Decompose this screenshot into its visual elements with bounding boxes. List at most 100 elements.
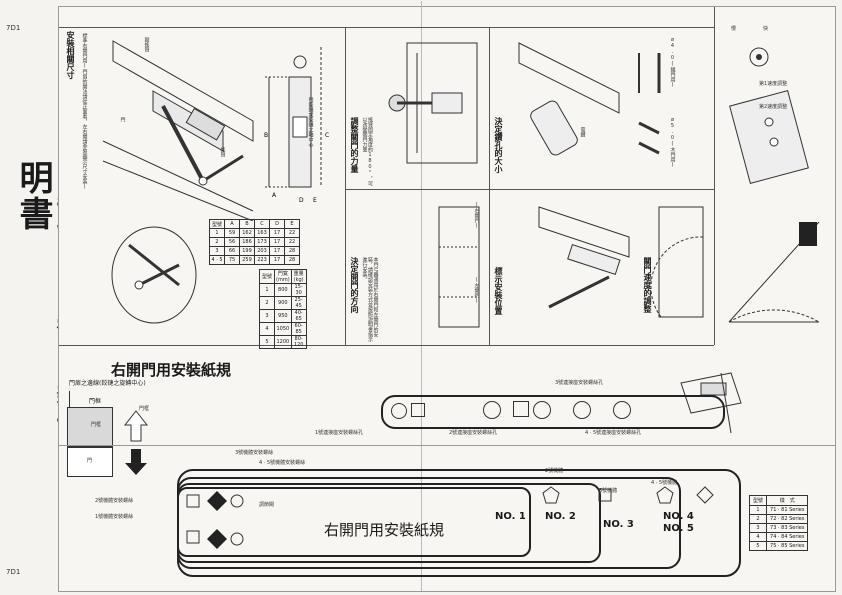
spec-table-header-cell: A — [224, 219, 240, 229]
body-holes — [186, 491, 244, 549]
label-bit-small: ø4.0(鐵門用) — [669, 37, 676, 88]
model-table-cell: 2 — [748, 514, 768, 524]
weight-table-cell: 15-30 — [290, 283, 307, 297]
svg-text:D: D — [299, 197, 304, 204]
no1-label: NO. 1 — [495, 511, 526, 522]
power-illustration — [388, 42, 478, 164]
spec-table-cell: 163 — [254, 228, 270, 238]
spec-table-cell: 28 — [284, 255, 300, 265]
dimension-drawing: A B C D E — [264, 47, 329, 204]
no3-label: NO. 3 — [603, 519, 634, 530]
divider — [59, 27, 714, 28]
model-table-cell: 3 — [748, 523, 768, 533]
frame-block — [67, 407, 113, 447]
label-left-door: (左開門) — [473, 277, 480, 304]
hole-icon — [411, 403, 425, 417]
hole-icon — [533, 401, 551, 419]
arrow-frame-label: 門框 — [139, 406, 150, 412]
page-code-top: 7D1 — [6, 24, 21, 32]
spec-table-cell: 28 — [284, 246, 300, 256]
page-code-bottom: 7D1 — [6, 568, 21, 576]
svg-text:B: B — [264, 132, 268, 139]
section-install-size-note: 標準右開門用(門扇的開法請從正面看，左右開請參照圖示尺寸安裝) — [81, 33, 88, 190]
spec-table-cell: 162 — [239, 228, 255, 238]
spec-table-cell: 17 — [269, 246, 285, 256]
label-slow: 慢 — [731, 26, 737, 32]
spec-table-header-cell: D — [269, 219, 285, 229]
instruction-sheet: 安裝相關尺寸 標準右開門用(門扇的開法請從正面看，左右開請參照圖示尺寸安裝) 副… — [58, 1, 836, 592]
spec-table-cell: 2 — [209, 237, 225, 247]
spec-table-header-cell: E — [284, 219, 300, 229]
door-frame-label: 門框 — [91, 422, 102, 428]
spec-table-cell: 1 — [209, 228, 225, 238]
spec-table-cell: 199 — [239, 246, 255, 256]
label-right-door: (右開門) — [473, 202, 480, 229]
model-table-header-cell: 樣 式 — [766, 495, 809, 506]
section-power-note: 搖臂固定角度約180°，可以改變關門力量 — [361, 117, 374, 186]
weight-table-cell: 900 — [274, 296, 292, 310]
body-2-label: 2號機體安裝螺絲 — [95, 498, 134, 504]
template-big-label: 右開門用安裝紙規 — [324, 521, 445, 539]
spec-table-cell: 22 — [284, 237, 300, 247]
weight-table-cell: 1050 — [274, 322, 292, 336]
door-block — [67, 447, 113, 477]
door-label: 門 — [87, 458, 93, 464]
svg-text:A: A — [272, 192, 277, 199]
fold-line — [421, 1, 422, 591]
hole-icon — [513, 401, 529, 417]
section-power-heading: 調整關門的力量 — [350, 117, 359, 173]
bracket-1-label: 1號連接座安裝螺絲孔 — [315, 430, 364, 436]
valve-illustration — [729, 47, 809, 185]
label-door: 門 — [119, 117, 126, 122]
spec-table-cell: 223 — [254, 255, 270, 265]
section-direction-heading: 決定開門的方向 — [350, 257, 359, 313]
model-table-cell: 72 · 82 Series — [766, 514, 809, 524]
body-template-1 — [177, 487, 531, 557]
bracket-45-label: 4 · 5號連接座安裝螺絲孔 — [585, 430, 642, 436]
section-speed-heading: 關門速度的調整 — [643, 257, 652, 313]
weight-table-cell: 60-85 — [290, 322, 307, 336]
arrow-icon — [123, 410, 149, 475]
weight-table-header-cell: 重量(kg) — [290, 269, 307, 284]
hole-icon — [573, 401, 591, 419]
model-table-cell: 73 · 83 Series — [766, 523, 809, 533]
spec-table-header-cell: B — [239, 219, 255, 229]
spec-table-cell: 3 — [209, 246, 225, 256]
spec-table-header-cell: C — [254, 219, 270, 229]
weight-table-cell: 2 — [259, 296, 275, 310]
spec-table-cell: 17 — [269, 228, 285, 238]
model-table-cell: 5 — [748, 541, 768, 551]
closer-small-illustration — [680, 372, 742, 434]
speed-illustration — [650, 206, 704, 318]
body3-small-label: 3號機體 — [599, 488, 618, 494]
weight-table-cell: 4 — [259, 322, 275, 336]
divider — [345, 27, 346, 345]
spec-table-cell: 17 — [269, 255, 285, 265]
model-table-cell: 71 · 81 Series — [766, 505, 809, 515]
bracket-3-label: 3號連接座安裝螺絲孔 — [555, 380, 604, 386]
weight-table-header-cell: 型號 — [259, 269, 275, 284]
body45-small-label: 4 · 5號機體 — [651, 480, 678, 486]
label-speed2: 第2速度調整 — [759, 104, 788, 110]
label-arm: 副搖臂 — [143, 37, 150, 52]
no2-label: NO. 2 — [545, 511, 576, 522]
weight-table-cell: 950 — [274, 309, 292, 323]
weight-table-cell: 5 — [259, 335, 275, 349]
model-table-cell: 74 · 84 Series — [766, 532, 809, 542]
hinge-center-line-label: 門扉之邊線(鉸鏈之旋轉中心) — [69, 380, 146, 387]
section-install-size-heading: 安裝相關尺寸 — [66, 31, 75, 79]
